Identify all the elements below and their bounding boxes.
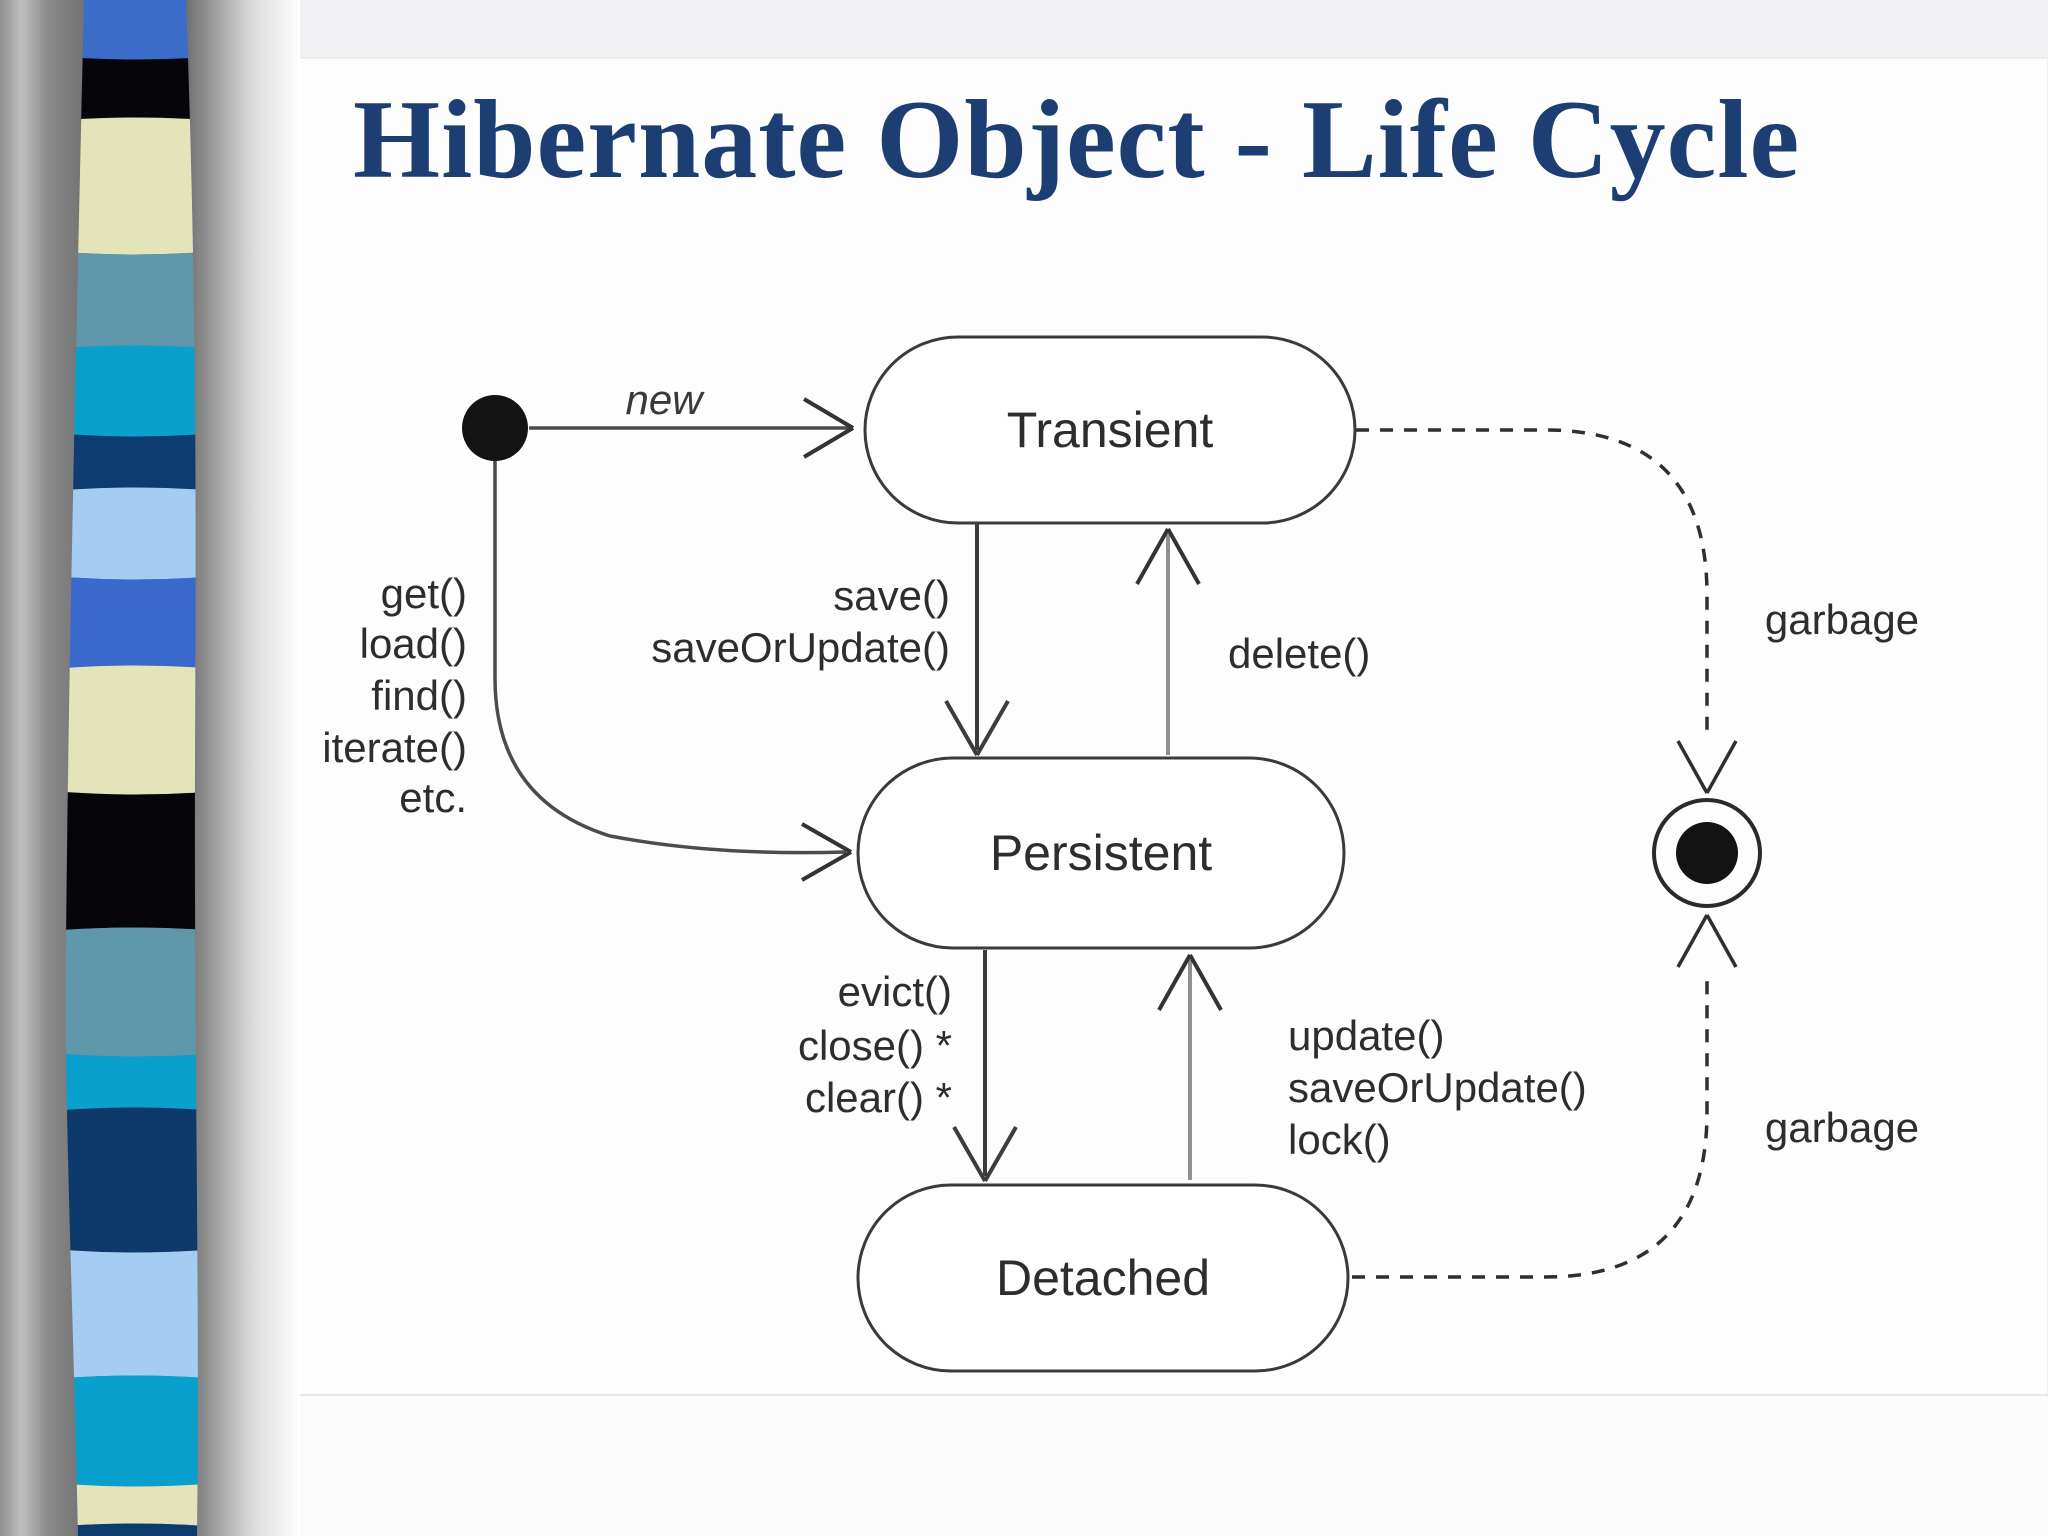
ribbon-band (65, 1375, 198, 1487)
arrow-update (1157, 954, 1223, 1180)
label-iterate: iterate() (322, 724, 467, 771)
state-persistent (856, 756, 1346, 950)
label-delete: delete() (1228, 630, 1370, 677)
label-find: find() (371, 672, 467, 719)
arrow-garbage-transient (1356, 428, 1738, 794)
ribbon-band (65, 432, 198, 492)
top-margin-strip (280, 0, 2048, 58)
ribbon-band (65, 1052, 198, 1112)
arrow-new (529, 397, 855, 459)
label-clear: clear() * (805, 1074, 952, 1121)
state-detached (856, 1183, 1350, 1373)
final-state-icon (1652, 798, 1762, 908)
ribbon-band (65, 665, 198, 795)
state-transient (863, 335, 1357, 525)
lifecycle-diagram: new get() load() find() iterate() etc. s… (322, 335, 1919, 1373)
label-garbage-bottom: garbage (1765, 1104, 1919, 1151)
label-saveorupdate: saveOrUpdate() (651, 624, 950, 671)
label-close: close() * (798, 1022, 952, 1069)
ribbon-band (65, 575, 198, 670)
state-detached-label: Detached (996, 1250, 1210, 1306)
ribbon-band (65, 1482, 198, 1528)
ribbon-band (65, 487, 198, 580)
label-load: load() (360, 620, 467, 667)
initial-state-icon (462, 395, 528, 461)
ribbon-band (65, 0, 198, 60)
content-area (229, 57, 2048, 1396)
label-update: update() (1288, 1012, 1444, 1059)
label-lock: lock() (1288, 1116, 1391, 1163)
label-new: new (625, 376, 705, 423)
state-transient-label: Transient (1007, 402, 1214, 458)
label-etc: etc. (399, 774, 467, 821)
label-garbage-top: garbage (1765, 596, 1919, 643)
ribbon-band (65, 117, 198, 255)
ribbon-band (65, 1523, 198, 1536)
label-save: save() (833, 572, 950, 619)
state-persistent-label: Persistent (990, 825, 1212, 881)
ribbon-band (65, 1248, 198, 1380)
label-evict: evict() (838, 968, 952, 1015)
ribbon-band (65, 1107, 198, 1253)
arrow-garbage-detached (1352, 914, 1738, 1279)
side-ribbon (65, 0, 198, 1536)
ribbon-band (65, 790, 198, 932)
arrow-save (944, 524, 1010, 756)
slide-title: Hibernate Object - Life Cycle (353, 78, 1801, 202)
arrow-delete (1135, 528, 1201, 755)
ribbon-band (65, 927, 198, 1057)
ribbon-band (65, 55, 198, 122)
arrow-evict (952, 950, 1018, 1182)
arrow-get-load-chain (493, 461, 852, 882)
ribbon-band (65, 250, 198, 350)
ribbon-band (65, 345, 198, 437)
label-saveorupdate-2: saveOrUpdate() (1288, 1064, 1587, 1111)
label-get: get() (381, 570, 467, 617)
